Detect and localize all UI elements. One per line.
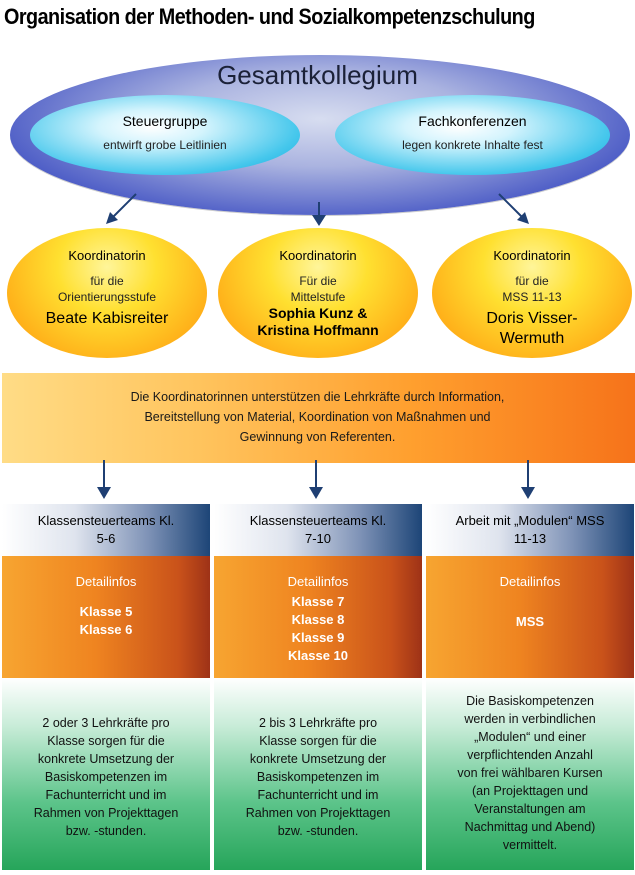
coordinator-title: Koordinatorin: [68, 248, 146, 263]
detail-box-5-6: Detailinfos Klasse 5 Klasse 6: [2, 556, 210, 678]
header-line1: Klassensteuerteams Kl.: [249, 513, 387, 528]
description-line: bzw. -stunden.: [277, 824, 359, 838]
coordinator-name1: Sophia Kunz &: [268, 305, 368, 321]
info-line: Bereitstellung von Material, Koordinatio…: [144, 410, 491, 424]
description-box-7-10: 2 bis 3 Lehrkräfte pro Klasse sorgen für…: [214, 678, 422, 870]
detail-item: Klasse 5: [79, 604, 133, 619]
detail-item: Klasse 6: [79, 622, 133, 637]
arrow-right-top: [498, 193, 529, 224]
column-header-mss: Arbeit mit „Modulen“ MSS 11-13: [426, 504, 634, 556]
description-line: Rahmen von Projekttagen: [33, 806, 179, 820]
description-line: konkrete Umsetzung der: [249, 752, 387, 766]
description-line: Nachmittag und Abend): [464, 820, 596, 834]
detail-box-mss: Detailinfos MSS: [426, 556, 634, 678]
coordinator-line1: für die: [515, 274, 549, 288]
info-line: Gewinnung von Referenten.: [239, 430, 396, 444]
header-line2: 7-10: [304, 531, 332, 546]
fachkonferenzen-ellipse: Fachkonferenzen legen konkrete Inhalte f…: [335, 95, 610, 175]
info-text: Die Koordinatorinnen unterstützen die Le…: [60, 387, 575, 447]
description-line: vermittelt.: [502, 838, 558, 852]
description-line: „Modulen“ und einer: [474, 730, 586, 744]
description-line: konkrete Umsetzung der: [37, 752, 175, 766]
description-line: Fachunterricht und im: [45, 788, 167, 802]
description-line: Klasse sorgen für die: [259, 734, 377, 748]
description-line: Rahmen von Projekttagen: [245, 806, 391, 820]
fachkonferenzen-title: Fachkonferenzen: [418, 113, 527, 129]
header-line1: Klassensteuerteams Kl.: [37, 513, 175, 528]
description-line: Veranstaltungen am: [474, 802, 586, 816]
detail-item: Klasse 7: [291, 594, 345, 609]
header-line2: 5-6: [96, 531, 116, 546]
arrow-left-bottom: [97, 460, 111, 499]
detail-item: Klasse 8: [291, 612, 345, 627]
detail-label: Detailinfos: [287, 574, 349, 589]
description-line: (an Projekttagen und: [471, 784, 589, 798]
description-line: 2 oder 3 Lehrkräfte pro: [42, 716, 170, 730]
steuergruppe-ellipse: Steuergruppe entwirft grobe Leitlinien: [30, 95, 300, 175]
arrow-right-bottom: [521, 460, 535, 499]
steuergruppe-desc: entwirft grobe Leitlinien: [103, 138, 227, 152]
coordinator-name2: Kristina Hoffmann: [257, 322, 379, 338]
description-line: Basiskompetenzen im: [44, 770, 168, 784]
detail-item: Klasse 9: [291, 630, 345, 645]
info-bar: [2, 373, 635, 463]
coordinator-line2: MSS 11-13: [502, 290, 562, 304]
coordinator-line2: Mittelstufe: [290, 290, 346, 304]
steuergruppe-title: Steuergruppe: [122, 113, 208, 129]
description-line: Die Basiskompetenzen: [466, 694, 594, 708]
coordinator-name2: Wermuth: [499, 330, 565, 347]
coordinator-line1: für die: [90, 274, 124, 288]
description-line: Basiskompetenzen im: [256, 770, 380, 784]
coordinator-name1: Beate Kabisreiter: [45, 310, 169, 327]
description-line: bzw. -stunden.: [65, 824, 147, 838]
coordinator-mittelstufe: Koordinatorin Für die Mittelstufe Sophia…: [218, 228, 418, 358]
header-line2: 11-13: [513, 531, 547, 546]
description-line: verpflichtenden Anzahl: [467, 748, 593, 762]
arrow-middle-bottom: [309, 460, 323, 499]
coordinator-mss: Koordinatorin für die MSS 11-13 Doris Vi…: [432, 228, 632, 358]
description-box-mss: Die Basiskompetenzen werden in verbindli…: [426, 678, 634, 870]
detail-item: MSS: [515, 614, 545, 629]
description-line: Fachunterricht und im: [257, 788, 379, 802]
description-line: werden in verbindlichen: [464, 712, 596, 726]
fachkonferenzen-desc: legen konkrete Inhalte fest: [402, 138, 543, 152]
info-line: Die Koordinatorinnen unterstützen die Le…: [130, 390, 505, 404]
detail-label: Detailinfos: [75, 574, 137, 589]
coordinator-title: Koordinatorin: [493, 248, 571, 263]
description-box-5-6: 2 oder 3 Lehrkräfte pro Klasse sorgen fü…: [2, 678, 210, 870]
coordinator-title: Koordinatorin: [279, 248, 357, 263]
description-line: von frei wählbaren Kursen: [457, 766, 603, 780]
detail-box-7-10: Detailinfos Klasse 7 Klasse 8 Klasse 9 K…: [214, 556, 422, 678]
arrow-left-top: [106, 193, 137, 224]
description-line: Klasse sorgen für die: [47, 734, 165, 748]
coordinator-line2: Orientierungsstufe: [57, 290, 157, 304]
gesamtkollegium-label: Gesamtkollegium: [217, 60, 418, 90]
description-line: 2 bis 3 Lehrkräfte pro: [258, 716, 378, 730]
coordinator-name1: Doris Visser-: [486, 310, 578, 327]
detail-item: Klasse 10: [288, 648, 348, 663]
page-title: Organisation der Methoden- und Sozialkom…: [4, 4, 535, 29]
coordinator-line1: Für die: [299, 274, 337, 288]
header-line1: Arbeit mit „Modulen“ MSS: [455, 513, 605, 528]
column-header-5-6: Klassensteuerteams Kl. 5-6: [2, 504, 210, 556]
detail-label: Detailinfos: [499, 574, 561, 589]
coordinator-orientierungsstufe: Koordinatorin für die Orientierungsstufe…: [7, 228, 207, 358]
arrow-middle-top: [312, 202, 326, 226]
column-header-7-10: Klassensteuerteams Kl. 7-10: [214, 504, 422, 556]
